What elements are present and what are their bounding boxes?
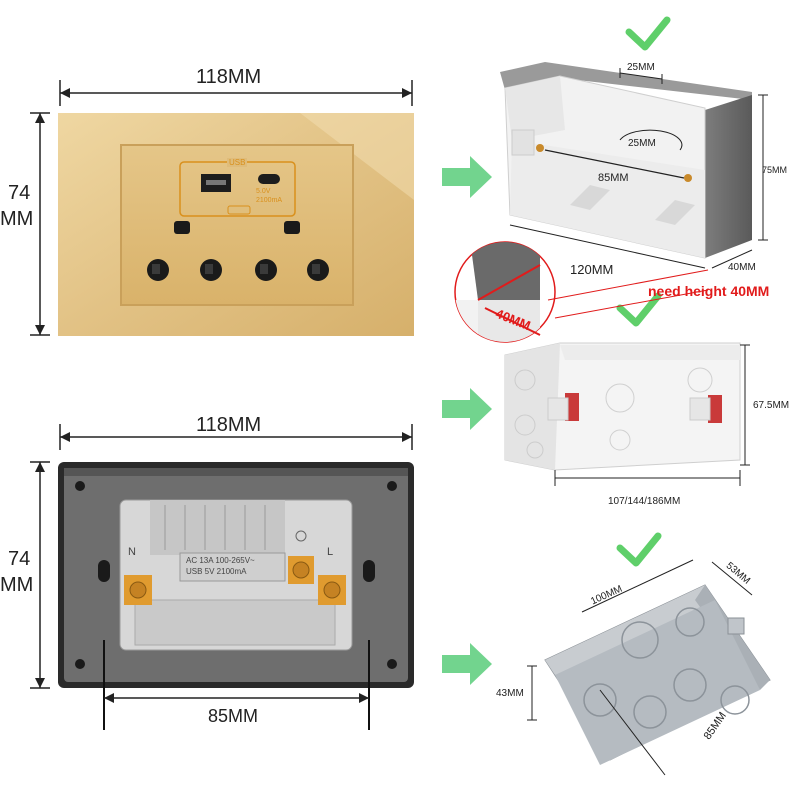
back-spec-line-2: USB 5V 2100mA: [186, 567, 247, 576]
plastic-box-40mm: [500, 62, 768, 269]
bottom-width-dimension: [59, 424, 413, 450]
height-requirement-note: need height 40MM: [648, 283, 770, 299]
box3-height-label: 43MM: [496, 688, 524, 699]
check-icon: [625, 16, 671, 51]
bottom-width-label: 118MM: [196, 414, 262, 436]
arrow-right-icon: [442, 388, 492, 430]
bottom-span-label: 85MM: [208, 706, 259, 726]
box1-length-label: 120MM: [570, 262, 614, 277]
usb-label: USB: [227, 158, 248, 167]
box2-height-label: 67.5MM: [753, 400, 790, 411]
plastic-box-67mm: [504, 342, 750, 486]
terminal-n-label: N: [128, 546, 136, 558]
box1-top-label: 25MM: [627, 62, 655, 73]
top-width-label: 118MM: [196, 66, 262, 88]
bottom-height-label-unit: MM: [0, 574, 34, 596]
check-icon: [616, 532, 662, 567]
bottom-height-dimension: [30, 461, 50, 689]
box1-span-label: 85MM: [598, 172, 629, 184]
top-height-label-number: 74: [8, 182, 31, 204]
box1-height-label: 75MM: [762, 165, 788, 175]
usb-spec-voltage: 5.0V: [256, 188, 271, 195]
top-height-dimension: [30, 112, 50, 336]
arrow-right-icon: [442, 156, 492, 198]
check-icon: [616, 292, 662, 327]
depth-zoom-callout: [454, 241, 709, 343]
box1-depth-label: 40MM: [728, 262, 756, 273]
metal-box: [527, 559, 771, 776]
back-socket-panel: [58, 462, 414, 688]
bottom-height-label-number: 74: [8, 548, 31, 570]
box2-length-label: 107/144/186MM: [608, 496, 681, 507]
back-spec-line-1: AC 13A 100-265V~: [186, 556, 255, 565]
bottom-span-dimension: [103, 640, 370, 730]
usb-spec-current: 2100mA: [256, 197, 283, 204]
arrow-right-icon: [442, 643, 492, 685]
top-height-label-unit: MM: [0, 208, 34, 230]
top-width-dimension: [59, 80, 413, 106]
box1-inner-label: 25MM: [628, 138, 656, 149]
gold-socket-panel: [58, 113, 414, 336]
terminal-l-label: L: [327, 546, 334, 558]
